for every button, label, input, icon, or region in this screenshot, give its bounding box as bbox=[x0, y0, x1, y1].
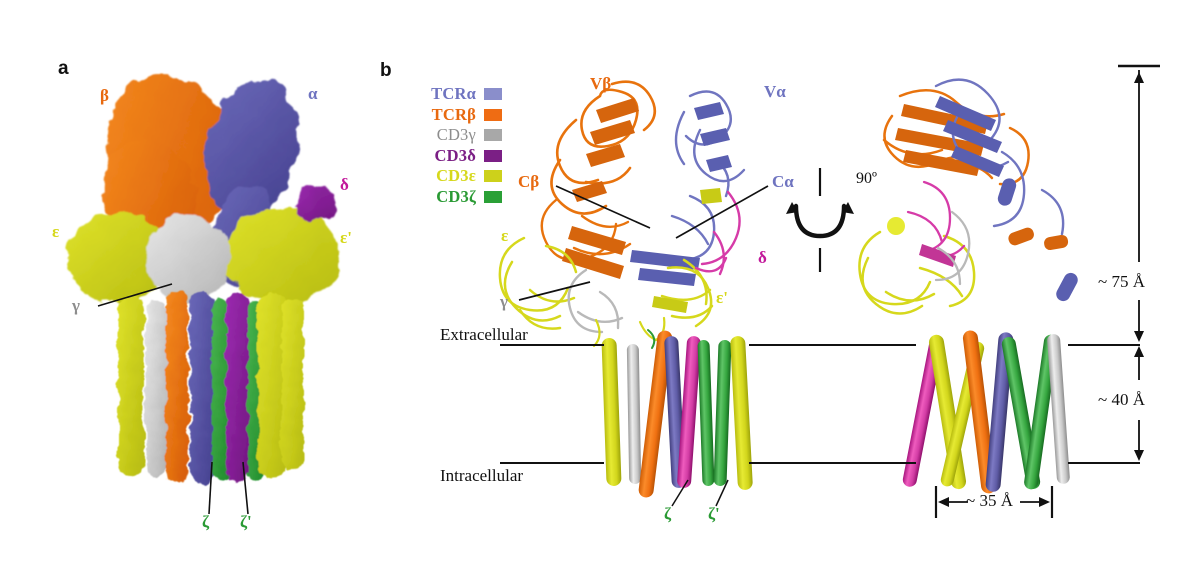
legend-swatch-cd3-gamma bbox=[484, 129, 502, 142]
rotation-angle-label: 90º bbox=[856, 170, 877, 187]
legend-item-tcr-beta: TCRβ bbox=[404, 105, 502, 126]
membrane-line-intracellular-right-a bbox=[820, 462, 916, 465]
panel-a-label-epsilon: ε bbox=[52, 222, 60, 241]
panel-b-letter: b bbox=[380, 60, 392, 81]
panel-a-label-gamma: γ bbox=[72, 296, 80, 315]
legend-swatch-cd3-delta bbox=[484, 149, 502, 162]
label-zeta-b: ζ bbox=[664, 504, 672, 523]
label-v-alpha: Vα bbox=[764, 82, 786, 101]
label-c-alpha: Cα bbox=[772, 172, 794, 191]
membrane-line-extracellular-right-b bbox=[1068, 344, 1140, 347]
legend-label-cd3-epsilon: CD3ε bbox=[436, 166, 476, 186]
panel-a-label-alpha: α bbox=[308, 84, 318, 103]
c-beta-leader-line bbox=[555, 185, 651, 229]
label-epsilon-prime-b: ε' bbox=[716, 288, 728, 307]
label-gamma-b: γ bbox=[500, 292, 508, 311]
dimension-label-35a: ~ 35 Å bbox=[966, 491, 1013, 510]
legend-item-cd3-delta: CD3δ bbox=[404, 146, 502, 167]
label-zeta-prime-b: ζ' bbox=[708, 504, 720, 523]
legend-swatch-tcr-beta bbox=[484, 108, 502, 121]
legend-label-cd3-gamma: CD3γ bbox=[436, 125, 476, 145]
dimension-label-75a: ~ 75 Å bbox=[1098, 272, 1145, 291]
gamma-leader-line-b bbox=[518, 281, 591, 301]
legend-swatch-cd3-epsilon bbox=[484, 170, 502, 183]
panel-a-label-delta: δ bbox=[340, 175, 349, 194]
membrane-line-intracellular-left-a bbox=[500, 462, 604, 465]
label-extracellular: Extracellular bbox=[440, 325, 528, 344]
label-v-beta: Vβ bbox=[590, 74, 612, 93]
panel-a-label-epsilon-prime: ε' bbox=[340, 228, 352, 247]
legend-item-cd3-gamma: CD3γ bbox=[404, 125, 502, 146]
panel-a-label-zeta-prime: ζ' bbox=[240, 512, 252, 531]
legend-item-tcr-alpha: TCRα bbox=[404, 84, 502, 105]
legend-label-tcr-alpha: TCRα bbox=[431, 84, 476, 104]
gamma-leader-line bbox=[97, 283, 173, 307]
legend: TCRα TCRβ CD3γ CD3δ CD3ε CD3ζ bbox=[404, 84, 502, 207]
legend-swatch-cd3-zeta bbox=[484, 190, 502, 203]
legend-label-cd3-zeta: CD3ζ bbox=[436, 186, 476, 206]
label-intracellular: Intracellular bbox=[440, 466, 524, 485]
legend-item-cd3-zeta: CD3ζ bbox=[404, 187, 502, 208]
left-view-tm-helices bbox=[601, 330, 753, 498]
legend-swatch-tcr-alpha bbox=[484, 88, 502, 101]
zeta-prime-leader-line-b bbox=[715, 479, 729, 507]
membrane-line-extracellular-right-a bbox=[820, 344, 916, 347]
dimension-label-40a: ~ 40 Å bbox=[1098, 390, 1145, 409]
legend-label-cd3-delta: CD3δ bbox=[434, 145, 476, 165]
zeta-leader-line bbox=[208, 461, 213, 515]
rotation-symbol-90 bbox=[786, 168, 854, 272]
zeta-prime-leader-line bbox=[242, 461, 249, 515]
label-c-beta: Cβ bbox=[518, 172, 540, 191]
c-alpha-leader-line bbox=[675, 185, 769, 239]
membrane-line-extracellular-left-b bbox=[749, 344, 825, 347]
membrane-line-intracellular-right-b bbox=[1068, 462, 1140, 465]
panel-a-label-zeta: ζ bbox=[202, 512, 210, 531]
membrane-line-intracellular-left-b bbox=[749, 462, 825, 465]
panel-a-letter: a bbox=[58, 58, 69, 79]
membrane-line-extracellular-left-a bbox=[500, 344, 604, 347]
label-epsilon-b: ε bbox=[501, 226, 509, 245]
right-view-tm-helices bbox=[902, 330, 1070, 494]
label-delta-b: δ bbox=[758, 248, 767, 267]
legend-item-cd3-epsilon: CD3ε bbox=[404, 166, 502, 187]
panel-a-label-beta: β bbox=[100, 86, 109, 105]
zeta-leader-line-b bbox=[671, 479, 689, 507]
legend-label-tcr-beta: TCRβ bbox=[431, 104, 476, 124]
